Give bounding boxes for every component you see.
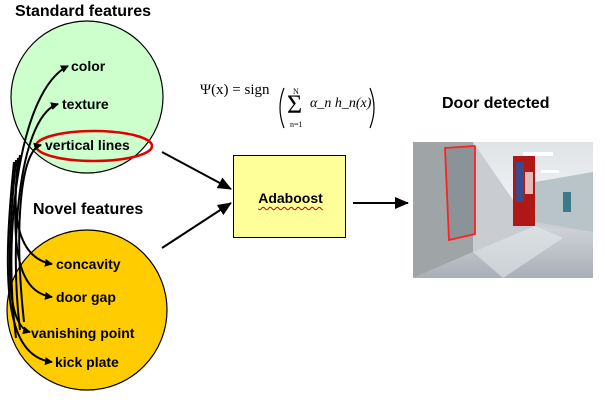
door-detected-heading: Door detected bbox=[442, 95, 550, 112]
standard-features-heading: Standard features bbox=[15, 3, 152, 20]
hallway-photo bbox=[413, 142, 593, 278]
hallway-image bbox=[413, 142, 593, 278]
feature-vanishing-point: vanishing point bbox=[31, 325, 135, 341]
curved-arrow-icon bbox=[14, 102, 59, 331]
curved-arrow-icon bbox=[8, 159, 31, 335]
formula-term: α_n h_n(x) bbox=[310, 96, 372, 111]
adaboost-box: Adaboost bbox=[233, 155, 346, 238]
feature-vertical-lines: vertical lines bbox=[45, 137, 130, 153]
formula-sum-lower: n=1 bbox=[290, 120, 303, 129]
sigma-icon: Σ bbox=[287, 90, 303, 119]
straight-arrow-icon bbox=[161, 151, 232, 190]
adaboost-label: Adaboost bbox=[258, 190, 323, 206]
feature-concavity: concavity bbox=[56, 256, 121, 272]
feature-texture: texture bbox=[62, 96, 109, 112]
formula-lhs: Ψ(x) = sign bbox=[200, 82, 270, 98]
feature-color: color bbox=[71, 58, 106, 74]
curved-arrow-icon bbox=[6, 161, 53, 366]
standard-features-circle bbox=[10, 20, 164, 174]
straight-arrow-icon bbox=[161, 202, 232, 249]
adaboost-formula: Ψ(x) = sign bbox=[200, 82, 270, 99]
curved-arrow-icon bbox=[18, 142, 42, 323]
novel-features-heading: Novel features bbox=[33, 201, 144, 218]
feature-kick-plate: kick plate bbox=[55, 354, 119, 370]
curved-arrow-icon bbox=[14, 157, 53, 300]
novel-features-circle bbox=[6, 229, 168, 391]
feature-door-gap: door gap bbox=[56, 289, 116, 305]
formula-sum-upper: N bbox=[293, 87, 299, 96]
